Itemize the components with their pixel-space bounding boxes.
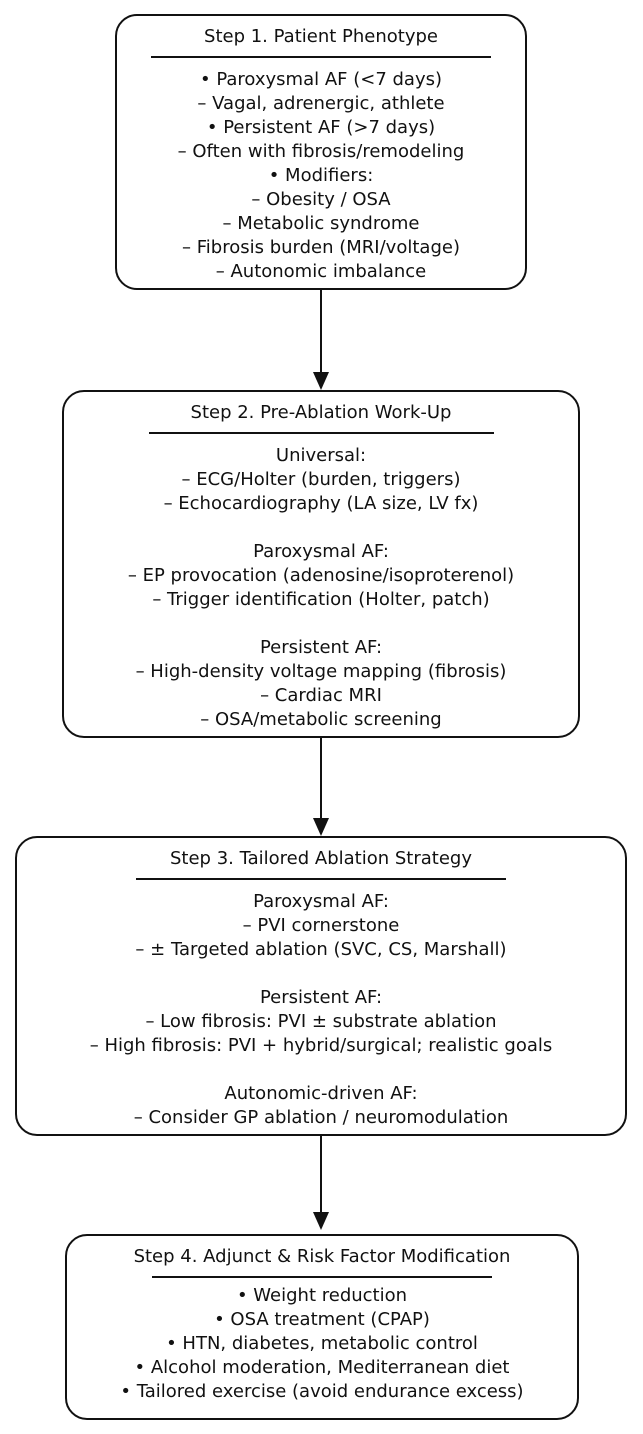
arrow-step3-to-step4-shaft xyxy=(320,1136,322,1212)
step1-line: • Persistent AF (>7 days) xyxy=(206,117,436,138)
step4-line: • Tailored exercise (avoid endurance exc… xyxy=(120,1381,524,1402)
step2-line: – Trigger identification (Holter, patch) xyxy=(152,589,490,610)
step3-line: – Low fibrosis: PVI ± substrate ablation xyxy=(145,1011,497,1032)
step3-line: – PVI cornerstone xyxy=(242,915,400,936)
step1-line: – Fibrosis burden (MRI/voltage) xyxy=(182,237,460,258)
step4-line: • HTN, diabetes, metabolic control xyxy=(166,1333,478,1354)
step1-line: • Modifiers: xyxy=(268,165,374,186)
step1-line: – Metabolic syndrome xyxy=(222,213,420,234)
step2-line: – ECG/Holter (burden, triggers) xyxy=(181,469,461,490)
step3-line: Paroxysmal AF: xyxy=(253,891,389,912)
step2-box: Step 2. Pre-Ablation Work-Up Universal: … xyxy=(62,390,580,738)
step1-title-rule xyxy=(151,56,491,58)
step2-line: – EP provocation (adenosine/isoprotereno… xyxy=(127,565,515,586)
arrow-step2-to-step3-shaft xyxy=(320,738,322,818)
step3-line: – Consider GP ablation / neuromodulation xyxy=(133,1107,509,1128)
arrow-step1-to-step2-head xyxy=(313,372,329,390)
step3-title: Step 3. Tailored Ablation Strategy xyxy=(170,848,472,869)
step4-title: Step 4. Adjunct & Risk Factor Modificati… xyxy=(133,1246,511,1267)
step4-line: • OSA treatment (CPAP) xyxy=(214,1309,430,1330)
step1-line: – Obesity / OSA xyxy=(251,189,391,210)
step2-line: – OSA/metabolic screening xyxy=(200,709,442,730)
step2-line: Persistent AF: xyxy=(259,637,383,658)
arrow-step2-to-step3-head xyxy=(313,818,329,836)
step3-line: – ± Targeted ablation (SVC, CS, Marshall… xyxy=(135,939,507,960)
step4-title-rule xyxy=(152,1276,492,1278)
step2-spacer xyxy=(64,516,578,540)
step2-title: Step 2. Pre-Ablation Work-Up xyxy=(190,402,452,423)
step3-spacer xyxy=(17,1058,625,1082)
step3-box: Step 3. Tailored Ablation Strategy Parox… xyxy=(15,836,627,1136)
step2-line: – Cardiac MRI xyxy=(260,685,382,706)
step3-line: Autonomic-driven AF: xyxy=(224,1083,418,1104)
step2-spacer xyxy=(64,612,578,636)
step2-line: – Echocardiography (LA size, LV fx) xyxy=(163,493,479,514)
step1-title: Step 1. Patient Phenotype xyxy=(204,26,438,47)
step3-title-rule xyxy=(136,878,506,880)
step2-line: Universal: xyxy=(275,445,367,466)
step4-line: • Alcohol moderation, Mediterranean diet xyxy=(134,1357,510,1378)
step3-line: Persistent AF: xyxy=(259,987,383,1008)
step1-line: – Autonomic imbalance xyxy=(215,261,427,282)
step2-line: – High-density voltage mapping (fibrosis… xyxy=(135,661,507,682)
step1-box: Step 1. Patient Phenotype • Paroxysmal A… xyxy=(115,14,527,290)
arrow-step1-to-step2-shaft xyxy=(320,290,322,372)
step4-box: Step 4. Adjunct & Risk Factor Modificati… xyxy=(65,1234,579,1420)
arrow-step3-to-step4-head xyxy=(313,1212,329,1230)
step4-line: • Weight reduction xyxy=(236,1285,408,1306)
step1-line: • Paroxysmal AF (<7 days) xyxy=(199,69,443,90)
step3-spacer xyxy=(17,962,625,986)
step2-line: Paroxysmal AF: xyxy=(253,541,389,562)
step1-line: – Often with fibrosis/remodeling xyxy=(177,141,465,162)
step3-line: – High fibrosis: PVI + hybrid/surgical; … xyxy=(89,1035,553,1056)
step1-line: – Vagal, adrenergic, athlete xyxy=(197,93,445,114)
step2-title-rule xyxy=(148,432,494,434)
